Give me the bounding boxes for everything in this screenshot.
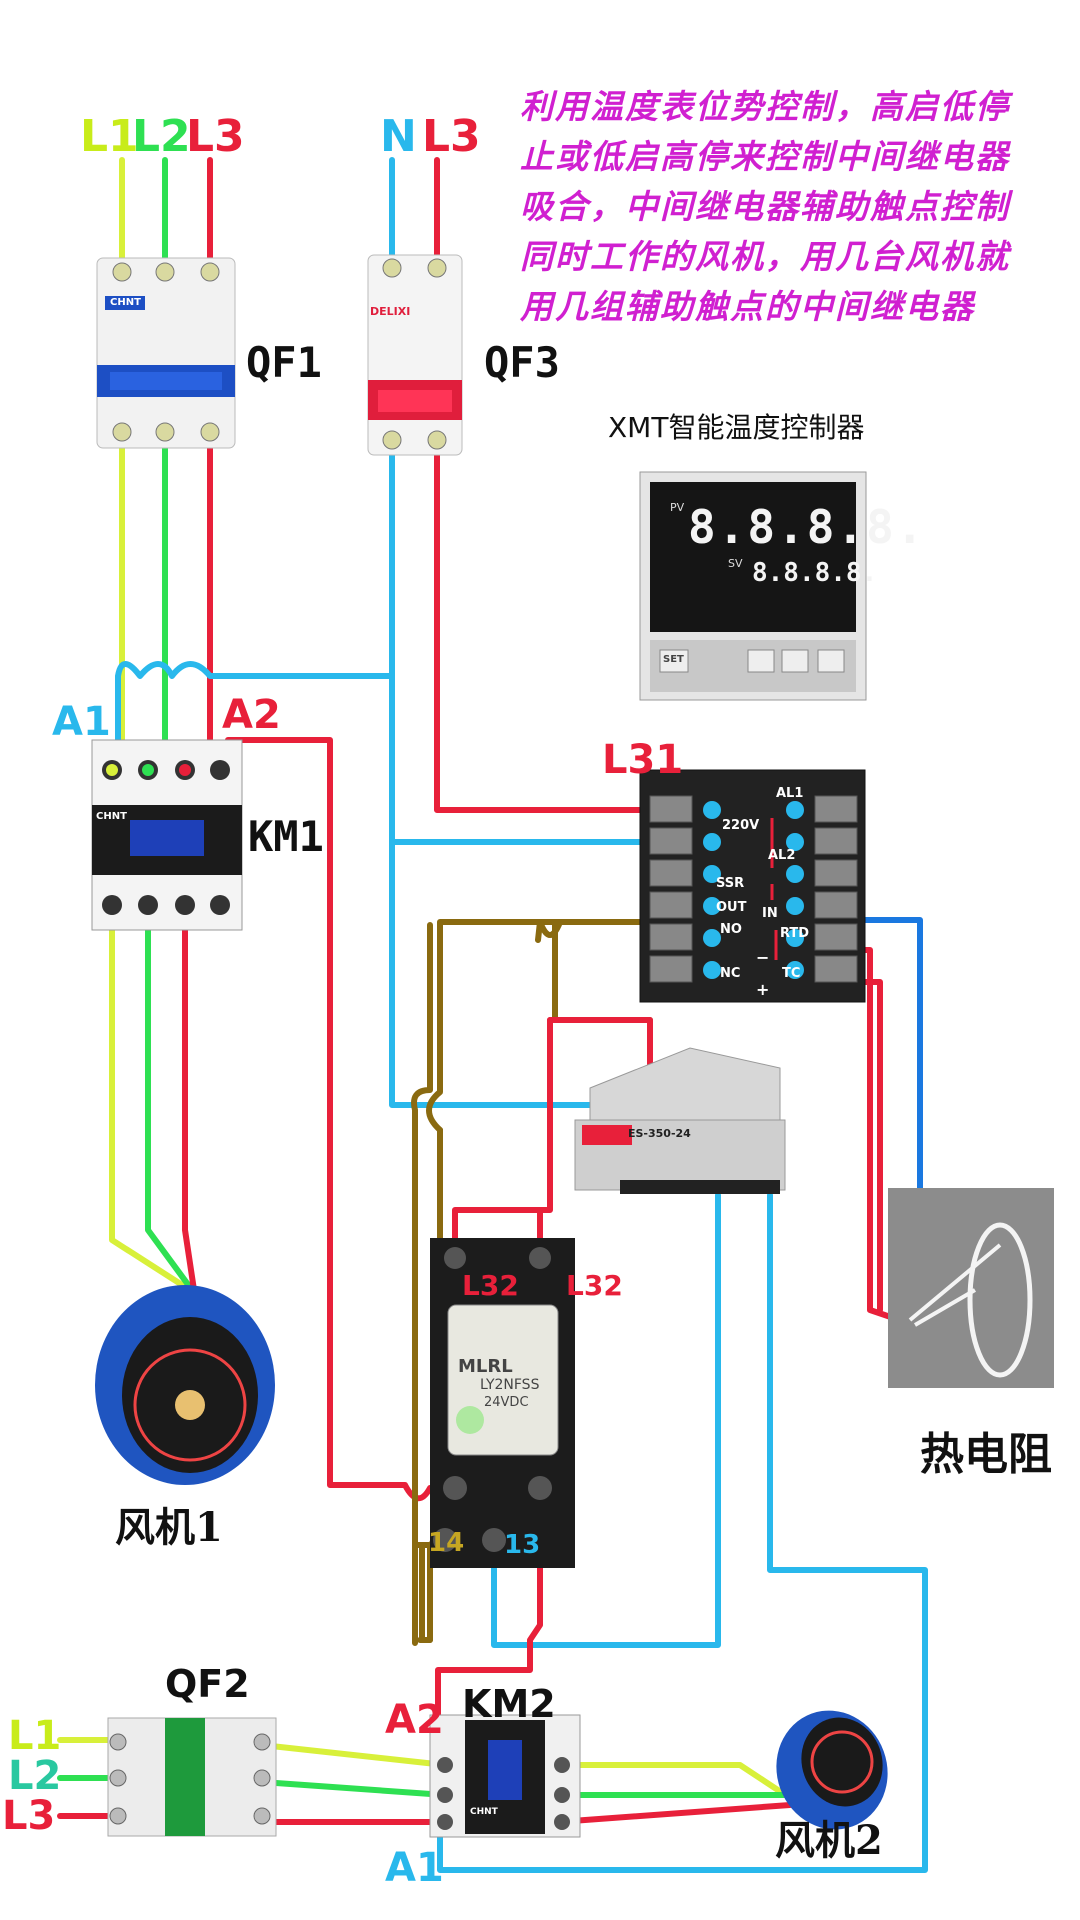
wire-km1-fan-l3	[182, 927, 197, 1293]
tb-tc-minus: −	[756, 948, 770, 967]
qf1-label-l3: L3	[186, 111, 245, 162]
note-line-4: 同时工作的风机，用几台风机就	[520, 237, 1010, 276]
l31-label: L31	[602, 737, 684, 783]
fan2	[776, 1710, 888, 1830]
qf1-label-l2: L2	[132, 111, 191, 162]
qf2-name: QF2	[165, 1662, 250, 1706]
wire-relay-13	[491, 1192, 721, 1648]
relay-t13: 13	[504, 1530, 541, 1560]
wire-qf2-km2-l2	[259, 1779, 448, 1798]
note-line-5: 用几组辅助触点的中间继电器	[520, 287, 975, 326]
fan2-caption: 风机2	[775, 1817, 883, 1864]
xmt-controller	[639, 471, 867, 701]
qf1-breaker	[96, 257, 236, 449]
wire-km2-fan-l1	[555, 1762, 793, 1801]
qf2-breaker	[107, 1717, 277, 1837]
km2-a1-label: A1	[385, 1845, 444, 1891]
km1-a2-label: A2	[222, 692, 281, 738]
note-line-1: 利用温度表位势控制，高启低停	[520, 87, 1010, 126]
wire-km1-fan-l2	[145, 927, 195, 1293]
qf1-brand: CHNT	[108, 296, 143, 310]
tb-ssr: SSR	[716, 876, 745, 891]
qf3-label-n: N	[380, 111, 417, 162]
km1-a1-label: A1	[52, 699, 111, 745]
qf1-label-l1: L1	[80, 111, 139, 162]
tb-out: OUT	[716, 900, 747, 915]
km2-a2-label: A2	[385, 1697, 444, 1743]
qf3-brand: DELIXI	[370, 305, 411, 318]
wire-nc-brown	[535, 919, 675, 943]
tb-al2: AL2	[768, 848, 796, 863]
tb-tc: TC	[782, 966, 801, 981]
km1-brand: CHNT	[96, 811, 127, 822]
controller-title: XMT智能温度控制器	[608, 411, 865, 444]
psu-model: ES-350-24	[628, 1127, 691, 1140]
tb-tc-plus: +	[756, 980, 770, 999]
controller-terminal-block	[639, 769, 866, 1003]
relay-l32-right: L32	[566, 1269, 623, 1302]
qf2-label-l3: L3	[2, 1793, 56, 1839]
controller-sv-display: 8.8.8.8.	[752, 558, 878, 588]
fan1-caption: 风机1	[115, 1504, 223, 1551]
qf3-label-l3: L3	[422, 111, 481, 162]
wire-km1-fan-l1	[109, 927, 193, 1293]
relay-l32-left: L32	[462, 1269, 519, 1302]
tb-nc: NC	[720, 966, 741, 981]
controller-pv-display: 8.8.8.8.	[688, 500, 926, 554]
qf2-label-l1: L1	[8, 1713, 62, 1759]
km2-brand: CHNT	[470, 1807, 498, 1817]
controller-set-button[interactable]: SET	[663, 654, 684, 665]
qf1-name: QF1	[246, 338, 322, 387]
qf2-label-l2: L2	[8, 1753, 62, 1799]
tb-no: NO	[720, 922, 742, 937]
note-line-3: 吸合，中间继电器辅助触点控制	[520, 187, 1010, 226]
explanatory-note: 利用温度表位势控制，高启低停 止或低启高停来控制中间继电器 吸合，中间继电器辅助…	[520, 82, 1065, 332]
note-line-2: 止或低启高停来控制中间继电器	[520, 137, 1010, 176]
wire-l31	[434, 447, 675, 813]
relay-brand: MLRL	[458, 1356, 513, 1377]
tb-al1: AL1	[776, 786, 804, 801]
wire-km2-fan-l3	[555, 1802, 793, 1825]
wire-km2-a1	[437, 1192, 928, 1873]
relay-voltage: 24VDC	[484, 1395, 529, 1410]
qf3-breaker	[367, 254, 463, 456]
psu-unit	[574, 1047, 786, 1194]
wire-qf2-km2-l1	[259, 1742, 448, 1768]
relay-model: LY2NFSS	[480, 1377, 540, 1393]
wire-relay-km2	[435, 1485, 543, 1718]
km1-name: KM1	[248, 812, 324, 861]
tb-rtd: RTD	[780, 926, 810, 941]
km1-contactor	[91, 739, 243, 931]
wire-n-main	[389, 447, 613, 1108]
qf3-name: QF3	[484, 338, 560, 387]
km2-name: KM2	[462, 1682, 556, 1726]
rtd-sensor	[888, 1188, 1054, 1388]
relay-t14: 14	[428, 1528, 465, 1558]
rtd-caption: 热电阻	[920, 1429, 1052, 1480]
tb-in: IN	[762, 906, 778, 921]
wire-n-bus	[115, 661, 395, 743]
controller-pv-label: PV	[670, 501, 685, 514]
km2-contactor	[429, 1714, 581, 1838]
fan1	[95, 1285, 275, 1485]
tb-220v: 220V	[722, 818, 760, 833]
intermediate-relay	[430, 1238, 575, 1568]
controller-sv-label: SV	[728, 557, 743, 570]
